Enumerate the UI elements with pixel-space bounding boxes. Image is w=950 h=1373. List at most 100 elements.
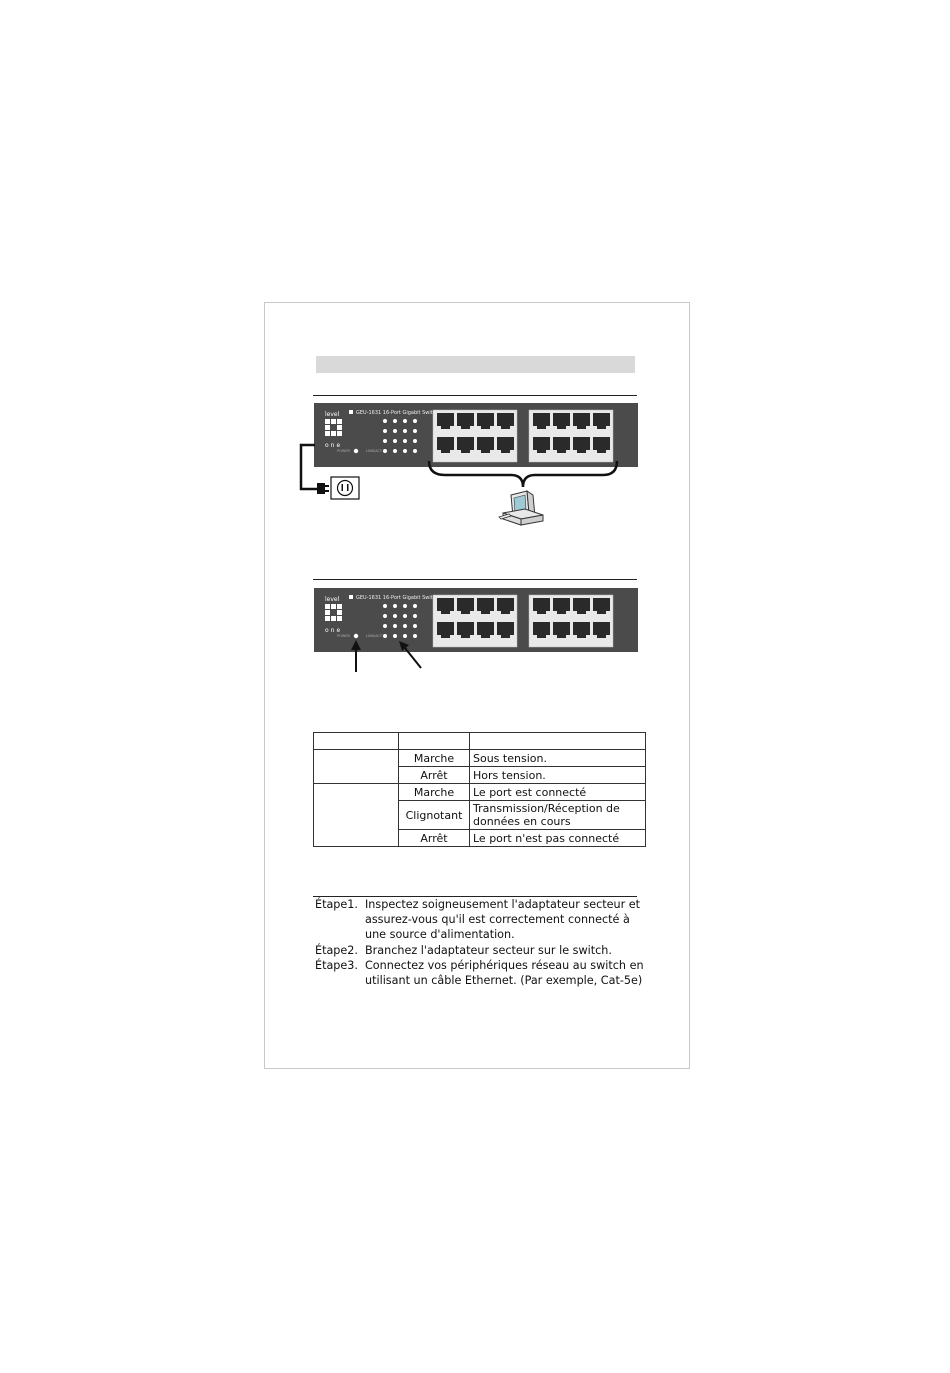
ethernet-port: [457, 437, 474, 453]
link-led: [413, 634, 417, 638]
wall-outlet-icon: [330, 476, 360, 500]
ethernet-port: [533, 413, 550, 429]
level-one-logo-icon: [325, 604, 342, 621]
link-led: [413, 439, 417, 443]
ethernet-port: [437, 437, 454, 453]
power-led: [353, 633, 359, 639]
ethernet-port: [553, 622, 570, 638]
ethernet-port: [593, 598, 610, 614]
link-led: [393, 449, 397, 453]
ethernet-port: [477, 437, 494, 453]
switch-connection-diagram: level one GEU-1631 16-Port Gigabit SwitchP…: [299, 403, 638, 526]
link-led: [403, 604, 407, 608]
power-plug-icon: [317, 483, 325, 494]
ethernet-port: [593, 622, 610, 638]
link-led: [403, 429, 407, 433]
step-3: Étape3. Connectez vos périphériques rése…: [315, 958, 644, 988]
ethernet-port: [477, 598, 494, 614]
link-led: [413, 419, 417, 423]
section-rule: [313, 896, 637, 897]
link-led: [393, 604, 397, 608]
ethernet-port: [533, 598, 550, 614]
ethernet-port: [497, 622, 514, 638]
ethernet-port: [477, 413, 494, 429]
step-1: Étape1. Inspectez soigneusement l'adapta…: [315, 898, 641, 942]
brand-logo-bottom: one: [325, 627, 342, 634]
power-led-label: POWER: [337, 449, 351, 453]
power-led-label: POWER: [337, 634, 351, 638]
link-led: [383, 614, 387, 618]
ethernet-port: [553, 437, 570, 453]
link-led: [403, 624, 407, 628]
section-title-bar: [316, 356, 635, 373]
brand-logo-bottom: one: [325, 442, 342, 449]
link-led: [383, 419, 387, 423]
link-led-cell: [313, 783, 399, 847]
level-one-logo-icon: [325, 419, 342, 436]
link-led: [413, 604, 417, 608]
link-led: [393, 419, 397, 423]
ethernet-port: [457, 622, 474, 638]
section-rule: [313, 395, 637, 396]
link-led: [393, 439, 397, 443]
table-row: Arrêt Le port n'est pas connecté: [314, 829, 646, 847]
section-rule: [313, 579, 637, 580]
step-2: Étape2. Branchez l'adaptateur secteur su…: [315, 943, 612, 957]
link-led-arrow: [404, 647, 422, 669]
table-header-row: [313, 732, 646, 750]
link-led: [393, 429, 397, 433]
link-led: [393, 624, 397, 628]
ports-brace: [427, 460, 619, 488]
power-cord: [299, 443, 319, 491]
ethernet-port: [497, 598, 514, 614]
ethernet-port: [573, 622, 590, 638]
ethernet-port: [437, 598, 454, 614]
table-row: Marche Le port est connecté: [313, 783, 646, 847]
link-led: [383, 624, 387, 628]
link-led: [383, 429, 387, 433]
power-led-cell: [313, 749, 399, 784]
led-status-table: Marche Sous tension. Arrêt Hors tension.…: [313, 732, 646, 847]
ethernet-port: [457, 413, 474, 429]
table-row: Arrêt Hors tension.: [314, 766, 646, 784]
installation-steps: Étape1. Inspectez soigneusement l'adapta…: [315, 897, 645, 988]
power-led: [353, 448, 359, 454]
link-led: [413, 429, 417, 433]
ethernet-port: [457, 598, 474, 614]
link-led: [383, 634, 387, 638]
link-led: [403, 419, 407, 423]
ethernet-port: [573, 437, 590, 453]
switch-front-panel: level one GEU-1631 16-Port Gigabit SwitchP…: [314, 403, 638, 467]
ethernet-port: [573, 598, 590, 614]
link-led: [413, 624, 417, 628]
link-led: [393, 614, 397, 618]
link-led: [403, 439, 407, 443]
model-label: GEU-1631 16-Port Gigabit Switch: [356, 595, 439, 601]
link-led: [383, 449, 387, 453]
model-label: GEU-1631 16-Port Gigabit Switch: [356, 410, 439, 416]
ethernet-port: [553, 598, 570, 614]
link-led: [413, 614, 417, 618]
ethernet-port: [437, 622, 454, 638]
link-led-label: LINK/ACT: [366, 449, 383, 453]
link-led: [393, 634, 397, 638]
link-led: [413, 449, 417, 453]
brand-logo-top: level: [325, 411, 340, 418]
table-row: Marche Sous tension.: [313, 749, 646, 784]
ethernet-port: [573, 413, 590, 429]
link-led: [383, 604, 387, 608]
link-led: [403, 614, 407, 618]
ethernet-port: [593, 437, 610, 453]
ethernet-port: [477, 622, 494, 638]
table-row: Clignotant Transmission/Réception de don…: [314, 800, 646, 830]
ethernet-port: [497, 413, 514, 429]
link-led: [403, 449, 407, 453]
link-led: [403, 634, 407, 638]
computer-icon: [498, 490, 544, 526]
link-led-label: LINK/ACT: [366, 634, 383, 638]
ethernet-port: [593, 413, 610, 429]
ethernet-port: [533, 437, 550, 453]
